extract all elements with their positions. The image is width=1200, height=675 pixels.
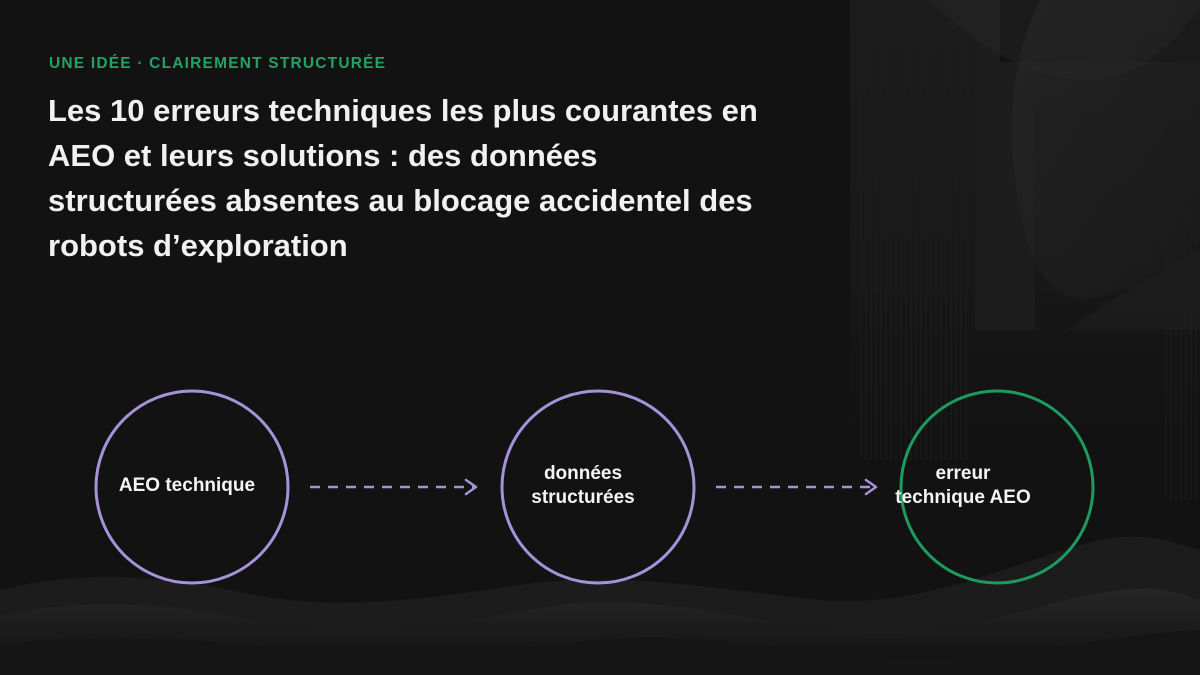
node-aeo-technique (94, 389, 290, 585)
edge-2-arrowhead (864, 478, 878, 496)
edge-1-arrowhead (464, 478, 478, 496)
node-label-line: structurées (531, 487, 635, 508)
node-label-line: AEO technique (118, 475, 256, 496)
edge-2-arrow (716, 478, 878, 496)
node-erreur-technique-aeo (899, 389, 1095, 585)
eyebrow-label: UNE IDÉE · CLAIREMENT STRUCTURÉE (49, 55, 387, 72)
node-label-aeo-technique: AEO technique (92, 474, 282, 498)
node-label-line: technique AEO (895, 487, 1031, 508)
node-label-line: erreur (935, 463, 991, 484)
node-label-donnees-structurees: données structurées (488, 462, 678, 510)
node-circle (500, 389, 696, 585)
edge-1-arrow (310, 478, 478, 496)
node-circle (899, 389, 1095, 585)
node-label-line: données (543, 463, 623, 484)
node-donnees-structurees (500, 389, 696, 585)
node-circle (94, 389, 290, 585)
page-title: Les 10 erreurs techniques les plus coura… (48, 93, 758, 263)
node-label-erreur-technique-aeo: erreur technique AEO (868, 462, 1058, 510)
